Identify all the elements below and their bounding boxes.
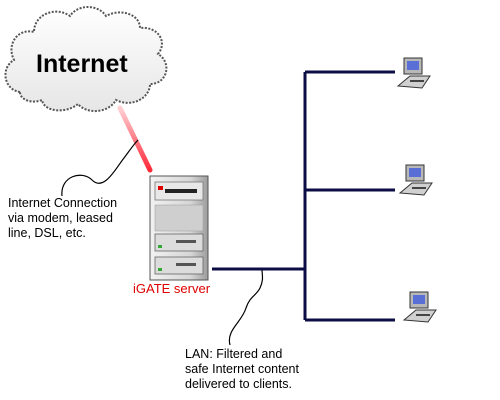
- cloud-icon: [4, 6, 168, 112]
- connection-label: Internet Connection via modem, leased li…: [8, 196, 118, 240]
- client-computer-icon: [402, 291, 437, 323]
- lan-callout-line: [228, 269, 264, 346]
- server-icon: [149, 175, 209, 281]
- internet-cloud-label: Internet: [36, 50, 128, 78]
- client-computer-icon: [396, 57, 431, 89]
- lan-label: LAN: Filtered and safe Internet content …: [185, 347, 299, 391]
- connection-callout-line: [61, 139, 139, 197]
- internet-link: [117, 105, 153, 173]
- lan-network: [212, 70, 395, 322]
- server-label: iGATE server: [133, 281, 211, 296]
- client-computer-icon: [398, 164, 433, 196]
